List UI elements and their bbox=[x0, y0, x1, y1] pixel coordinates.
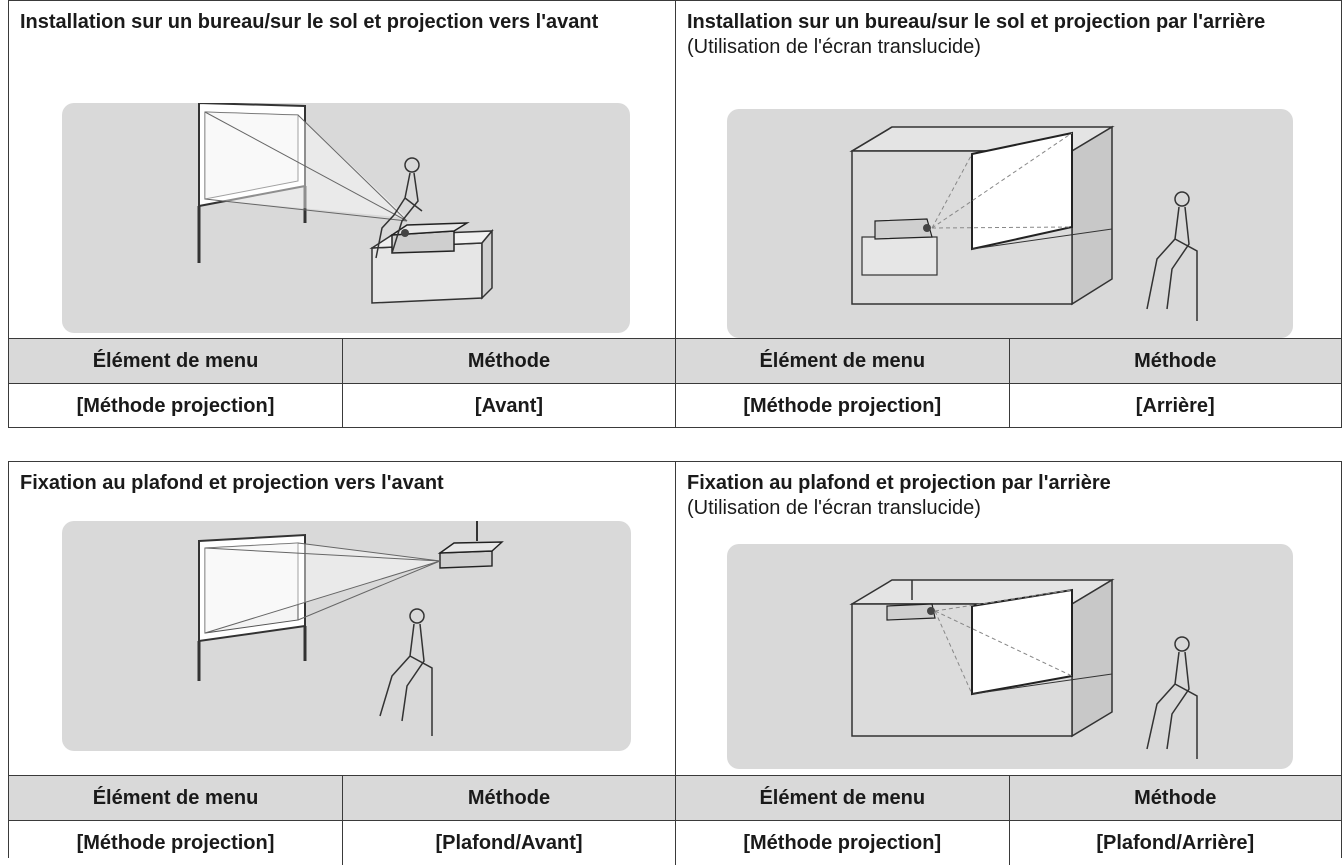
table-header-row: Élément de menu Méthode bbox=[9, 776, 675, 821]
cell-menu-item: [Méthode projection] bbox=[76, 831, 275, 854]
method-table: Élément de menu Méthode [Méthode project… bbox=[9, 338, 1341, 428]
illustration-floor-front bbox=[62, 103, 630, 333]
table-row: [Méthode projection] [Plafond/Arrière] bbox=[676, 821, 1341, 865]
panel-title: Installation sur un bureau/sur le sol et… bbox=[687, 10, 1311, 60]
method-table-right: Élément de menu Méthode [Méthode project… bbox=[675, 339, 1341, 428]
cell-menu-item: [Méthode projection] bbox=[76, 394, 275, 417]
table-row: [Méthode projection] [Avant] bbox=[9, 384, 675, 428]
table-row: [Méthode projection] [Arrière] bbox=[676, 384, 1341, 428]
table-header-row: Élément de menu Méthode bbox=[9, 339, 675, 384]
header-method: Méthode bbox=[342, 339, 675, 383]
method-table-right: Élément de menu Méthode [Méthode project… bbox=[675, 776, 1341, 865]
panel-title-text: Fixation au plafond et projection par l'… bbox=[687, 472, 1111, 494]
panel-floor-rear: Installation sur un bureau/sur le sol et… bbox=[675, 1, 1341, 338]
header-method: Méthode bbox=[1008, 776, 1342, 820]
header-menu-item: Élément de menu bbox=[92, 349, 259, 372]
panel-title: Installation sur un bureau/sur le sol et… bbox=[20, 10, 645, 35]
table-header-row: Élément de menu Méthode bbox=[676, 776, 1341, 821]
panel-subtitle: (Utilisation de l'écran translucide) bbox=[687, 497, 981, 519]
cell-menu-item: [Méthode projection] bbox=[743, 394, 942, 417]
cell-method: [Arrière] bbox=[1008, 384, 1342, 428]
method-table-left: Élément de menu Méthode [Méthode project… bbox=[9, 776, 675, 865]
cell-method: [Plafond/Arrière] bbox=[1008, 821, 1342, 865]
table-header-row: Élément de menu Méthode bbox=[676, 339, 1341, 384]
illustration-floor-rear bbox=[727, 109, 1293, 338]
illustration-ceiling-rear-drawing bbox=[849, 578, 1198, 759]
panel-title-text: Fixation au plafond et projection vers l… bbox=[20, 472, 444, 494]
header-menu-item: Élément de menu bbox=[92, 786, 259, 809]
panel-title-text: Installation sur un bureau/sur le sol et… bbox=[687, 11, 1266, 33]
illustration-floor-front-drawing bbox=[197, 103, 494, 304]
method-table-left: Élément de menu Méthode [Méthode project… bbox=[9, 339, 675, 428]
table-row: [Méthode projection] [Plafond/Avant] bbox=[9, 821, 675, 865]
cell-method: [Plafond/Avant] bbox=[342, 821, 675, 865]
installation-block-ceiling: Fixation au plafond et projection vers l… bbox=[8, 461, 1342, 865]
illustration-ceiling-front bbox=[62, 521, 631, 751]
illustration-floor-rear-drawing bbox=[849, 125, 1198, 321]
panel-title: Fixation au plafond et projection vers l… bbox=[20, 471, 645, 496]
cell-menu-item: [Méthode projection] bbox=[743, 831, 942, 854]
header-method: Méthode bbox=[342, 776, 675, 820]
header-method: Méthode bbox=[1008, 339, 1342, 383]
illustration-ceiling-front-drawing bbox=[197, 521, 504, 736]
method-table: Élément de menu Méthode [Méthode project… bbox=[9, 775, 1341, 865]
header-menu-item: Élément de menu bbox=[759, 786, 926, 809]
panel-title-text: Installation sur un bureau/sur le sol et… bbox=[20, 11, 599, 33]
panel-ceiling-rear: Fixation au plafond et projection par l'… bbox=[675, 462, 1341, 775]
panel-floor-front: Installation sur un bureau/sur le sol et… bbox=[9, 1, 675, 338]
cell-method: [Avant] bbox=[342, 384, 675, 428]
panel-subtitle: (Utilisation de l'écran translucide) bbox=[687, 36, 981, 58]
panel-ceiling-front: Fixation au plafond et projection vers l… bbox=[9, 462, 675, 775]
installation-block-floor: Installation sur un bureau/sur le sol et… bbox=[8, 0, 1342, 428]
header-menu-item: Élément de menu bbox=[759, 349, 926, 372]
panel-title: Fixation au plafond et projection par l'… bbox=[687, 471, 1311, 521]
illustration-ceiling-rear bbox=[727, 544, 1293, 769]
